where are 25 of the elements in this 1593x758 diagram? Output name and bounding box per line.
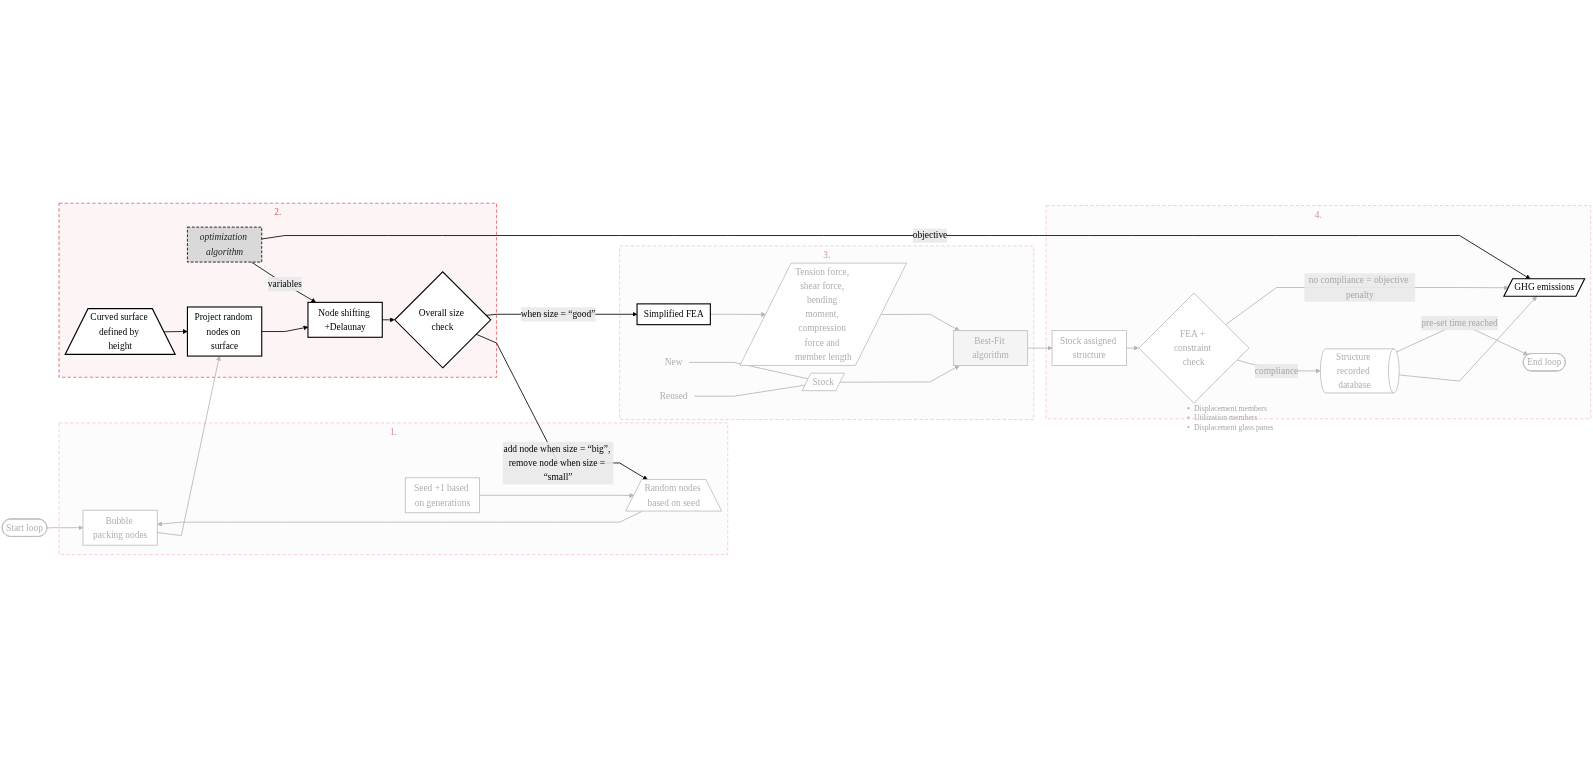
connector [688,362,809,380]
node-box: Bubble packing nodes [82,509,158,546]
connector [693,384,806,397]
edge-label: compliance [1254,365,1299,377]
node-box: Stock assigned structure [1051,330,1127,367]
node-text: New [664,357,683,368]
node-box: Seed +1 based on generations [404,477,481,514]
node-box: Best-Fit algorithm [952,330,1029,367]
node-box: Simplified FEA [636,303,711,326]
node-label: Displacement glass panes [1193,422,1274,432]
edge-label: pre-set time reached [1421,317,1498,329]
node-box: optimization algorithm [187,226,263,263]
edge-label: objective [912,230,948,241]
edge-label: variables [267,278,302,290]
node-label: Displacement members [1193,403,1267,413]
node-text: Reused [659,390,688,402]
node-diamond: FEA + constraint check [1138,292,1250,404]
node-diamond: Overall size check [393,271,492,369]
edge-label: no compliance = objective penalty [1308,275,1409,300]
node-label: Utilization members [1193,413,1258,423]
node-box: Project random nodes on surface [186,306,263,357]
node-box: Node shifting +Delaunay [307,301,383,338]
node-text: Structure recorded database [1335,351,1371,391]
edge-label: when size = “good” [520,308,596,320]
edge-label: add node when size = “big”, remove node when size = “small” [503,443,611,483]
